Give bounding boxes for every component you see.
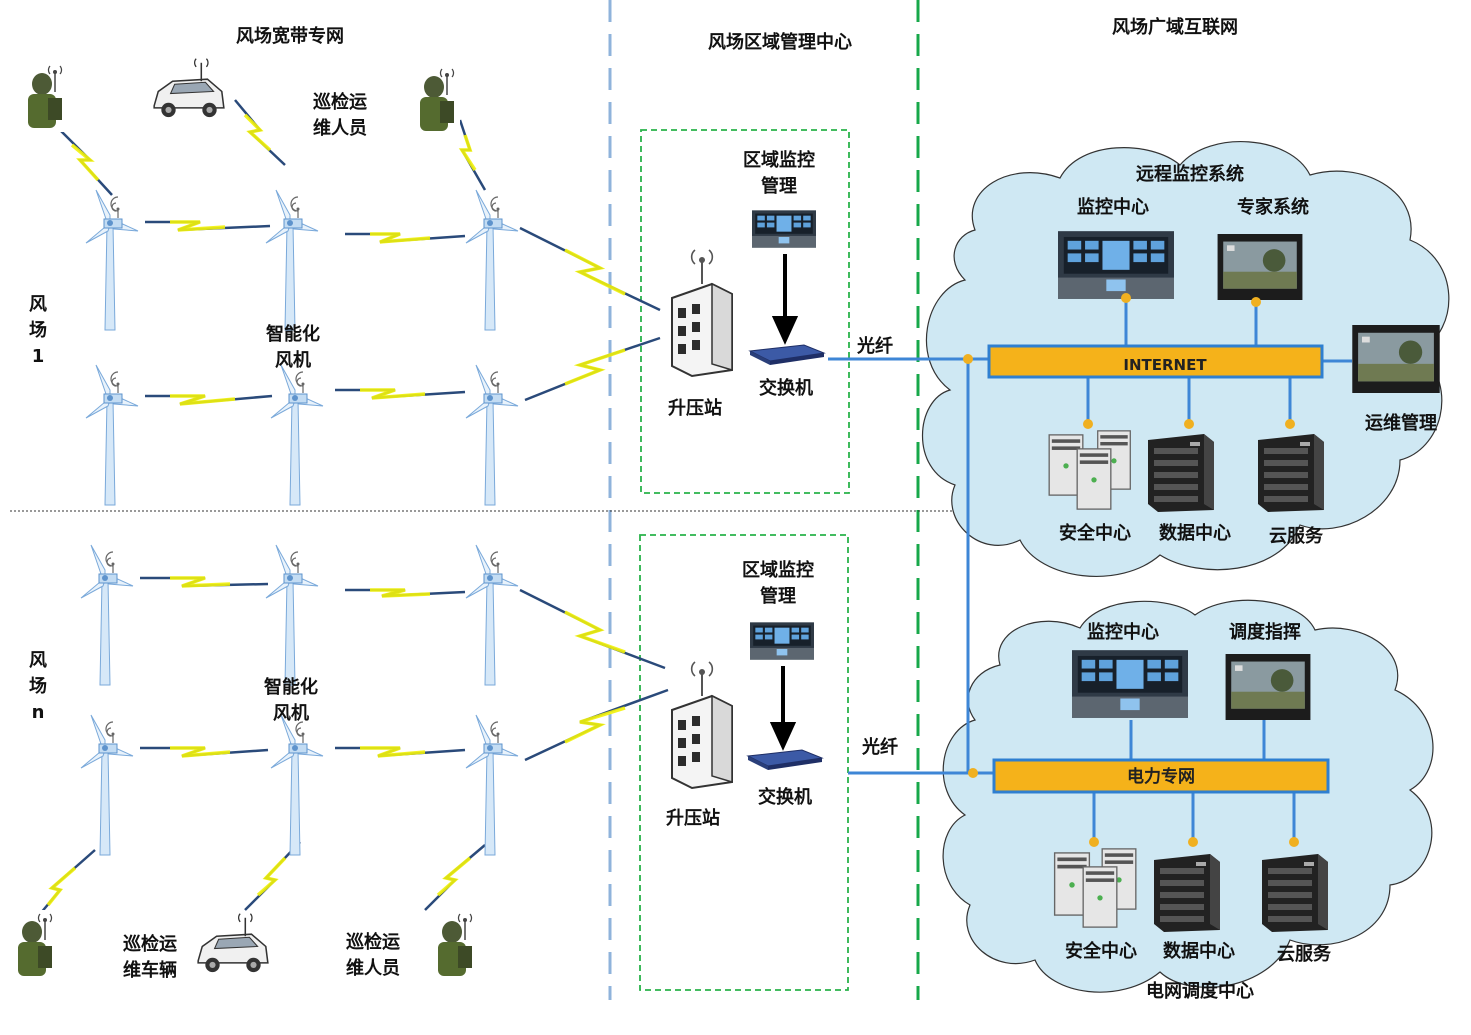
data-center-rack	[1148, 434, 1214, 512]
bottom-cloud-service: 云服务	[1277, 944, 1331, 965]
internet-bus	[987, 344, 1324, 379]
farm-1-smart-turbine: 智能化 风机	[266, 324, 320, 371]
patrol-person-icon	[428, 910, 478, 980]
farm-n-smart-turbine: 智能化 风机	[264, 677, 318, 724]
top-expert-system: 专家系统	[1237, 197, 1309, 218]
bottom-bus-connectors	[1092, 720, 1296, 842]
farm-n-label: 风 场 n	[29, 650, 47, 723]
farm-1-label: 风 场 1	[29, 294, 47, 367]
top-security-center: 安全中心	[1059, 523, 1131, 544]
regional-monitor-icon	[752, 210, 816, 248]
patrol-person-icon	[410, 65, 460, 135]
power-bus-label: 电力专网	[1127, 767, 1195, 787]
patrol-person-icon	[18, 62, 68, 132]
station-n-switch: 交换机	[758, 787, 812, 808]
expert-system-screen	[1217, 234, 1303, 300]
regional-monitor-icon	[750, 622, 814, 660]
power-private-bus	[992, 758, 1330, 794]
section-wide-area: 风场广域互联网	[1112, 17, 1238, 38]
grid-cloud-service-rack	[1262, 854, 1328, 932]
wireless-links	[34, 99, 669, 921]
station-n-booster: 升压站	[666, 808, 720, 829]
dispatch-screen	[1225, 654, 1311, 720]
top-data-center: 数据中心	[1159, 523, 1231, 544]
top-cloud-service: 云服务	[1269, 526, 1323, 547]
grid-monitor-screen	[1072, 650, 1188, 718]
section-wind-broadband: 风场宽带专网	[236, 26, 344, 47]
patrol-vehicle-icon	[197, 912, 269, 973]
arrow-to-switch	[769, 254, 799, 751]
grid-dispatch-center-title: 电网调度中心	[1146, 981, 1254, 1002]
station-1-booster: 升压站	[668, 398, 722, 419]
bottom-dispatch: 调度指挥	[1229, 622, 1301, 643]
top-ops-mgmt: 运维管理	[1365, 413, 1437, 434]
booster-station-icon	[671, 249, 733, 377]
internet-bus-label: INTERNET	[1123, 356, 1207, 374]
station-n-fiber: 光纤	[862, 737, 898, 758]
section-regional-center: 风场区域管理中心	[708, 32, 852, 53]
bottom-monitor-center: 监控中心	[1087, 622, 1159, 643]
cloud-service-rack	[1258, 434, 1324, 512]
station-1-switch: 交换机	[759, 378, 813, 399]
station-n-monitor: 区域监控 管理	[742, 560, 814, 607]
patrol-vehicle-icon	[153, 57, 225, 118]
monitor-center-screen	[1058, 231, 1174, 299]
regional-box-1	[640, 129, 850, 494]
farm-n-patrol-vehicle: 巡检运 维车辆	[123, 934, 177, 981]
grid-data-center-rack	[1154, 854, 1220, 932]
booster-station-icon	[671, 661, 733, 789]
cloud-grid-dispatch	[942, 599, 1434, 993]
top-monitor-center: 监控中心	[1077, 197, 1149, 218]
patrol-person-icon	[8, 910, 58, 980]
regional-box-n	[639, 534, 849, 991]
farm-n-patrol-staff: 巡检运 维人员	[346, 932, 400, 979]
farm-1-patrol-staff: 巡检运 维人员	[313, 92, 367, 139]
switch-icon	[747, 749, 823, 771]
remote-monitoring-title: 远程监控系统	[1136, 164, 1244, 185]
top-bus-connectors	[1086, 298, 1352, 424]
bottom-data-center: 数据中心	[1163, 941, 1235, 962]
ops-mgmt-screen	[1352, 325, 1440, 393]
station-1-fiber: 光纤	[857, 336, 893, 357]
switch-icon	[749, 344, 825, 366]
station-1-monitor: 区域监控 管理	[743, 150, 815, 197]
bottom-security-center: 安全中心	[1065, 941, 1137, 962]
